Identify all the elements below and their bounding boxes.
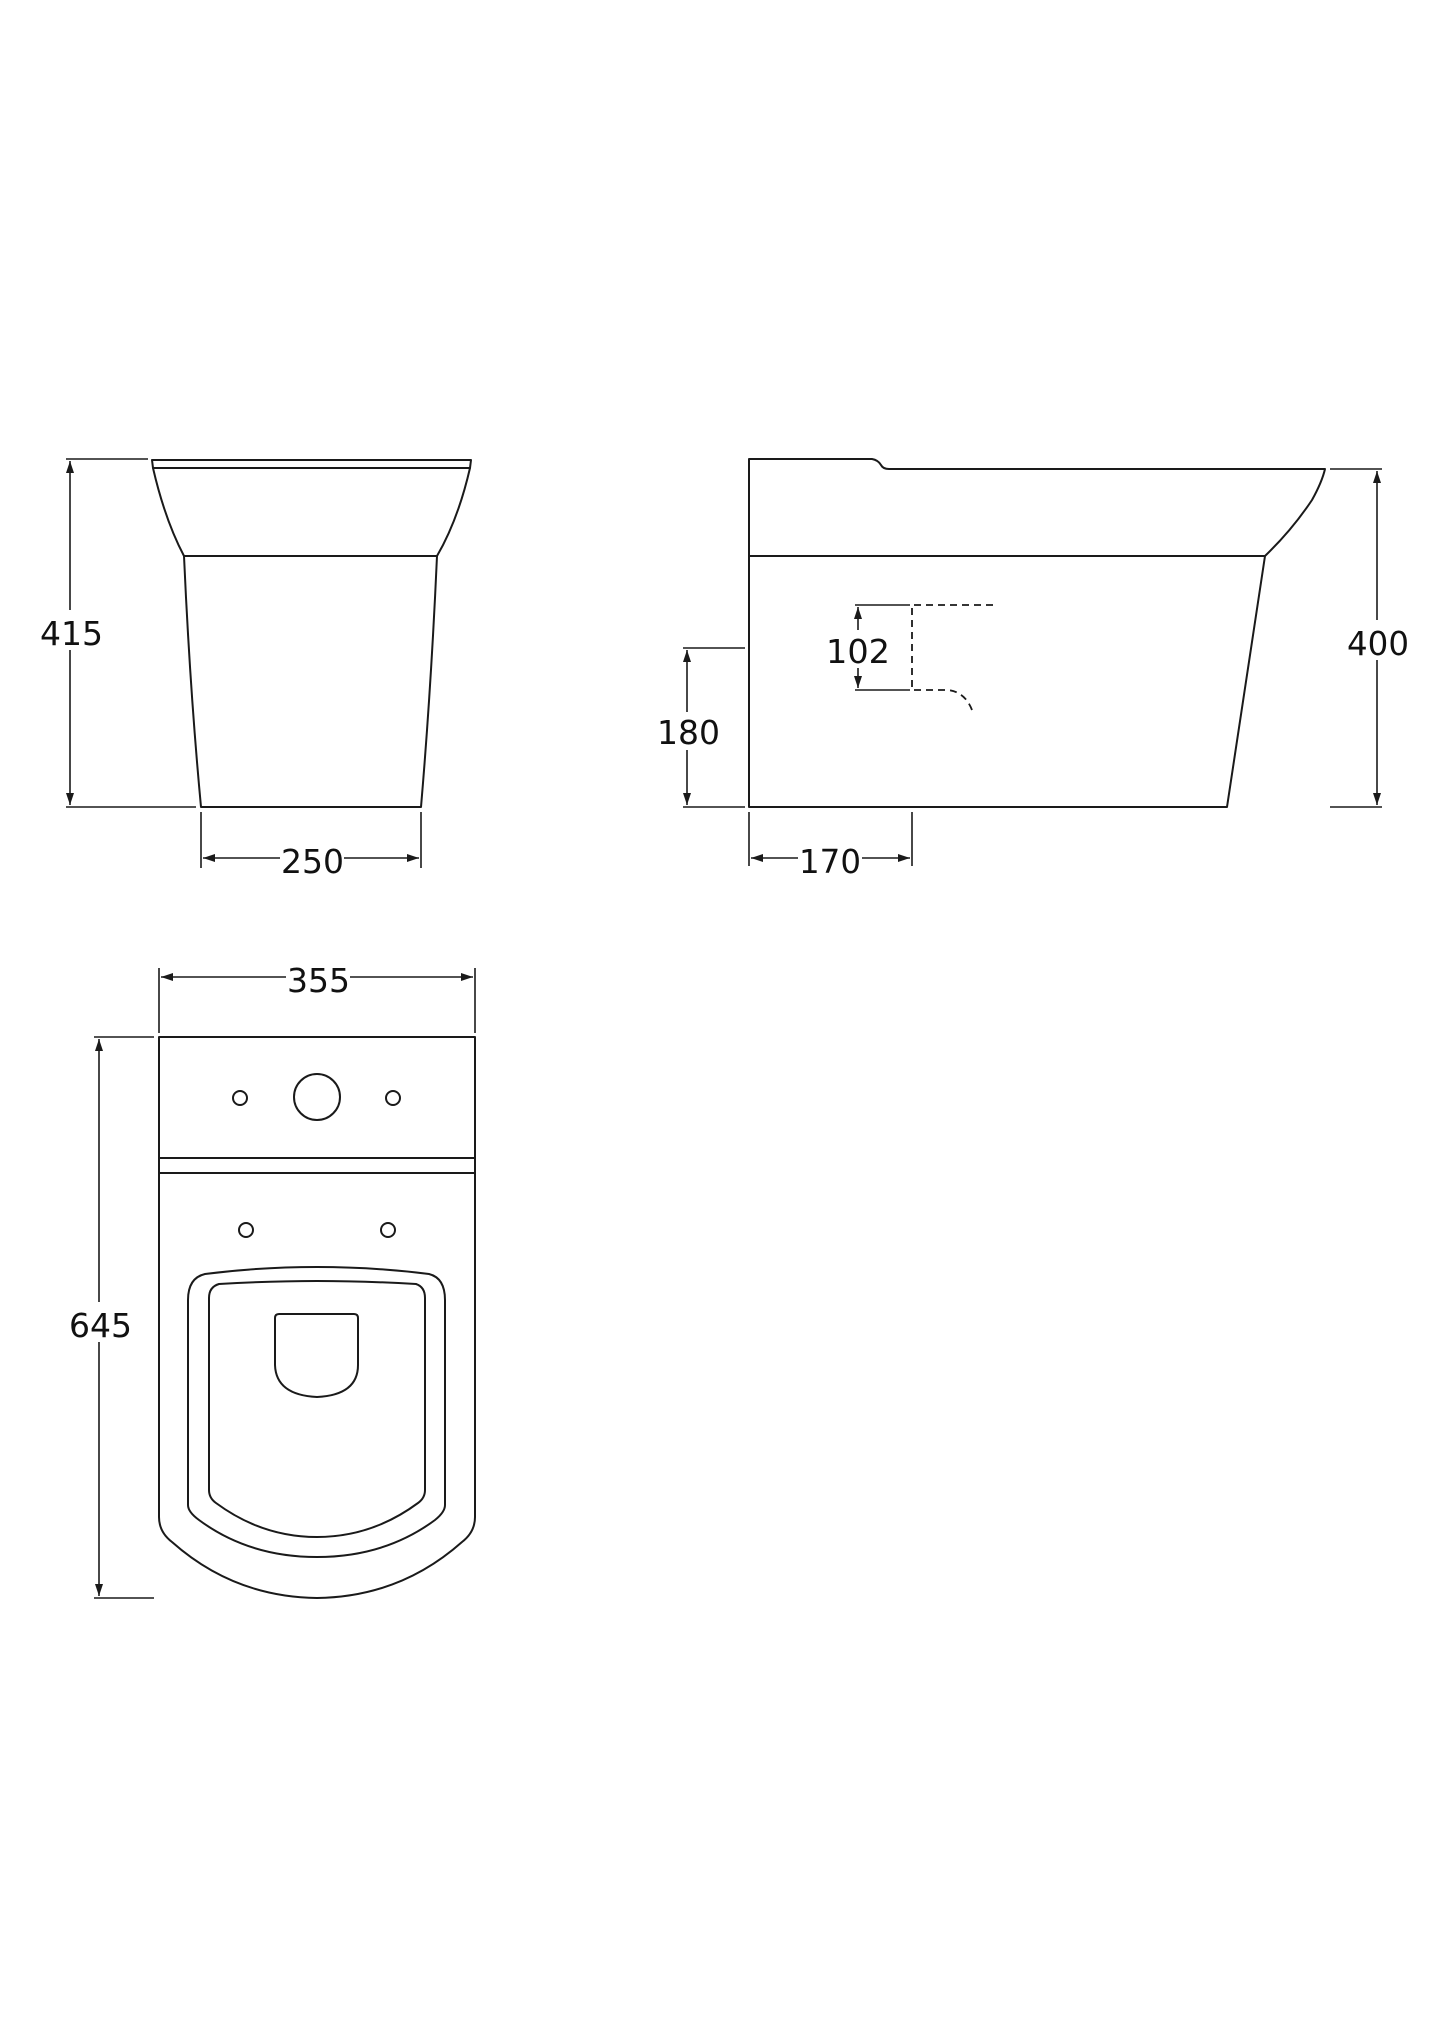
label-mask [826,630,892,668]
side-offset-label: 170 [799,842,861,881]
plan-depth-label: 645 [69,1306,132,1345]
seat-hinge-hole-left [238,1222,254,1238]
front-pedestal [183,555,438,808]
cistern-bolt-hole-right [385,1090,401,1106]
side-height-label: 400 [1347,624,1409,663]
plan-view: 355 645 [68,957,476,1599]
label-mask [656,712,722,750]
flush-button-icon [293,1073,341,1121]
plan-body-outline [158,1036,476,1599]
side-inlet-label: 180 [657,713,720,752]
front-width-label: 250 [281,842,344,881]
side-outlet-label: 102 [826,632,890,671]
front-view: 415 250 [40,458,472,881]
seat-cover-recess [274,1313,359,1398]
label-mask [1346,620,1410,660]
front-rim-outline [151,459,472,469]
front-bowl-flare [152,467,471,557]
label-mask [280,838,344,878]
seat-hinge-hole-right [380,1222,396,1238]
label-mask [40,610,102,650]
side-view: 102 180 170 400 [656,458,1410,881]
seat-inner-outline [208,1280,426,1538]
front-height-label: 415 [40,614,103,653]
label-mask [68,1302,132,1342]
side-outlet-hidden-line [911,604,993,711]
label-mask [286,957,350,997]
plan-width-label: 355 [287,961,350,1000]
side-body-outline [748,458,1326,808]
seat-outer-outline [187,1266,446,1558]
cistern-bolt-hole-left [232,1090,248,1106]
label-mask [798,838,862,878]
